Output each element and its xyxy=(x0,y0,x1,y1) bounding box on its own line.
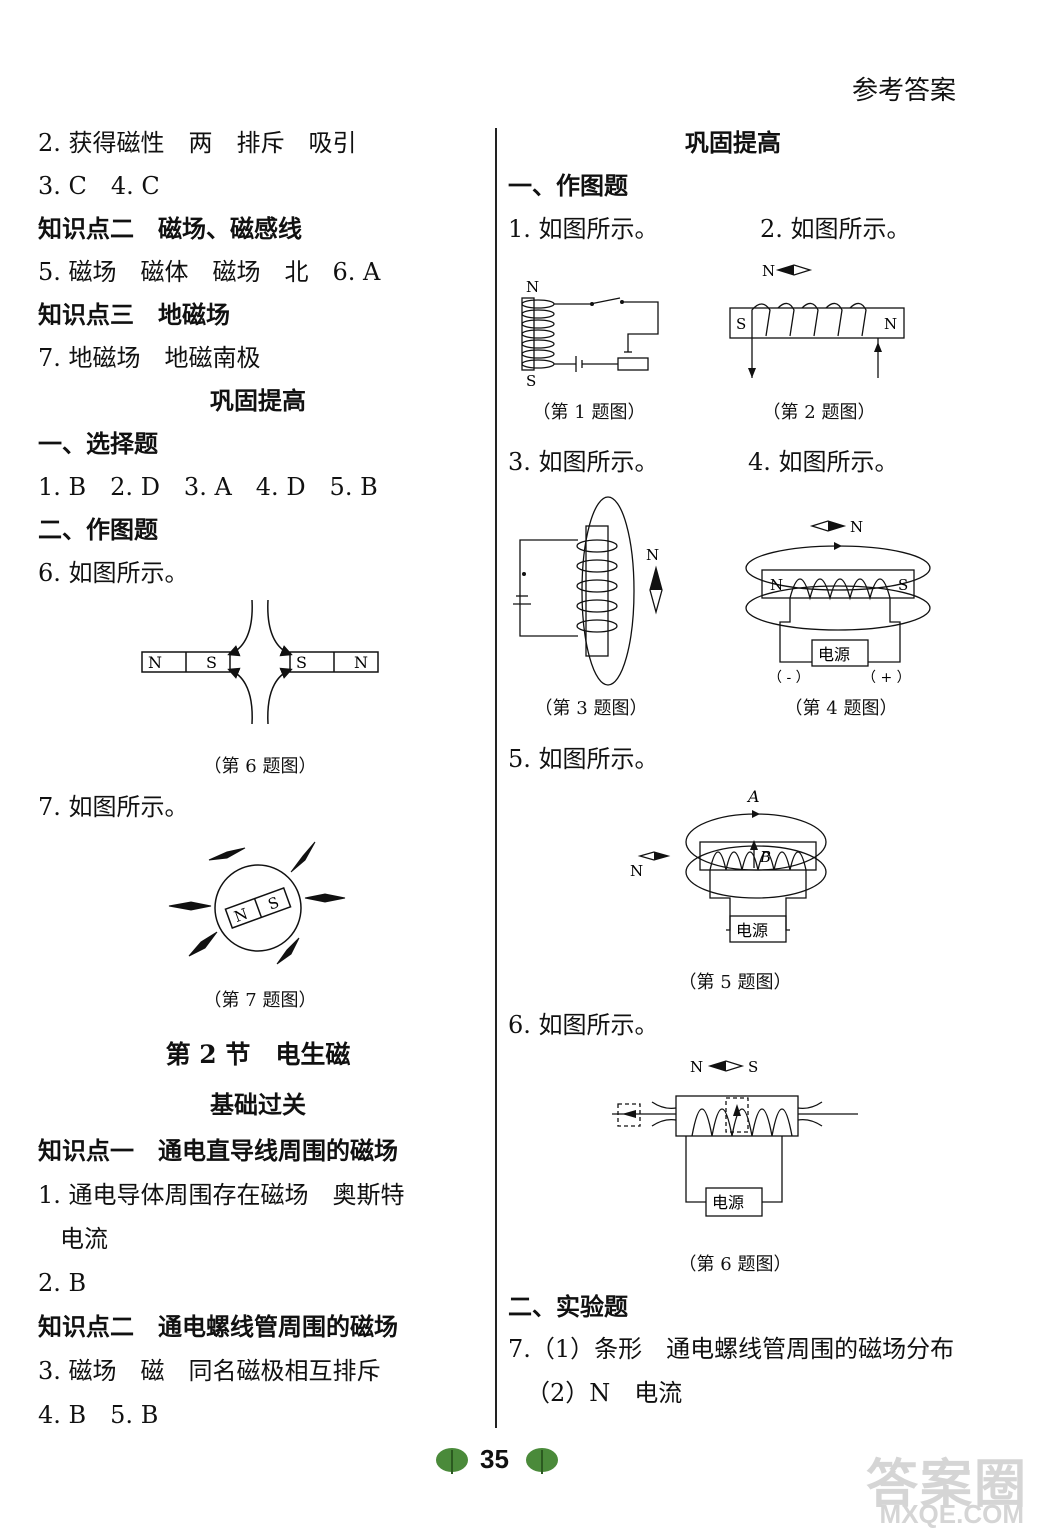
answer-line: 1. 如图所示。 xyxy=(508,215,659,243)
section-heading: 知识点二 磁场、磁感线 xyxy=(38,214,302,243)
answer-line: 1. 通电导体周围存在磁场 奥斯特 xyxy=(38,1181,405,1209)
label-n: N xyxy=(762,262,775,280)
figure-caption: （第 3 题图） xyxy=(534,698,648,719)
page-number-text: 35 xyxy=(480,1444,509,1474)
answer-line: 1. B 2. D 3. A 4. D 5. B xyxy=(38,473,378,501)
plus-label: （ + ） xyxy=(862,670,911,686)
label-s: S xyxy=(526,372,536,390)
figure-caption: （第 1 题图） xyxy=(532,402,646,423)
figure-right-1: N S xyxy=(521,278,659,390)
label-n: N xyxy=(690,1058,703,1076)
minus-label: （ - ） xyxy=(768,670,810,686)
answer-line: 4. B 5. B xyxy=(38,1401,159,1429)
power-label: 电源 xyxy=(736,921,768,940)
answer-line: 5. 磁场 磁体 磁场 北 6. A xyxy=(38,258,381,286)
answer-line: 电流 xyxy=(60,1225,108,1253)
answer-line: 6. 如图所示。 xyxy=(38,559,189,587)
section-title: 巩固提高 xyxy=(685,128,781,157)
answer-line: 3. C 4. C xyxy=(38,172,160,200)
answer-line: 7. 如图所示。 xyxy=(38,793,189,821)
watermark-url: MXQE.COM xyxy=(879,1499,1024,1529)
label-n: N xyxy=(354,653,368,672)
figure-right-5: A B 电源 N xyxy=(630,787,827,943)
watermark-text: 答案圈 xyxy=(865,1456,1028,1514)
section-heading: 知识点三 地磁场 xyxy=(38,300,230,329)
label-s: S xyxy=(736,315,746,333)
figure-right-3: N xyxy=(513,496,663,686)
label-b: B xyxy=(759,848,771,866)
figure-right-4: N N S 电源 （ - ） （ + ） xyxy=(745,518,931,686)
label-n: N xyxy=(148,653,162,672)
answer-line: 2. B xyxy=(38,1269,87,1297)
figure-caption: （第 6 题图） xyxy=(203,756,317,777)
label-n: N xyxy=(884,315,897,333)
label-a: A xyxy=(746,787,760,806)
answer-line: 3. 如图所示。 xyxy=(508,448,659,476)
answer-line: 7.（1）条形 通电螺线管周围的磁场分布 xyxy=(508,1335,955,1363)
answer-line: 6. 如图所示。 xyxy=(508,1011,659,1039)
label-s: S xyxy=(296,653,307,672)
figure-caption: （第 6 题图） xyxy=(678,1254,792,1275)
watermark: 答案圈 MXQE.COM xyxy=(852,1440,1032,1530)
label-n: N xyxy=(526,278,539,296)
leaf-icon xyxy=(436,1448,558,1474)
section-title: 基础过关 xyxy=(210,1090,306,1119)
power-label: 电源 xyxy=(818,645,850,664)
chapter-title: 第 2 节 电生磁 xyxy=(165,1040,351,1069)
figure-right-6: N S 电源 xyxy=(612,1058,858,1217)
page-number: 35 xyxy=(426,1440,566,1480)
section-heading: 一、作图题 xyxy=(508,171,628,200)
label-s: S xyxy=(748,1058,758,1076)
section-heading: 知识点一 通电直导线周围的磁场 xyxy=(38,1136,398,1165)
power-label: 电源 xyxy=(712,1193,744,1212)
label-n: N xyxy=(232,905,250,926)
label-n: N xyxy=(630,862,643,880)
label-n: N xyxy=(770,576,783,594)
section-heading: 二、作图题 xyxy=(38,515,158,544)
section-heading: 一、选择题 xyxy=(38,429,158,458)
section-heading: 知识点二 通电螺线管周围的磁场 xyxy=(38,1312,398,1341)
section-title: 巩固提高 xyxy=(210,386,306,415)
answer-line: 2. 如图所示。 xyxy=(760,215,911,243)
figure-left-6: N S S N xyxy=(141,599,379,725)
figure-caption: （第 5 题图） xyxy=(678,972,792,993)
figure-caption: （第 2 题图） xyxy=(762,402,876,423)
section-heading: 二、实验题 xyxy=(508,1292,628,1321)
figure-caption: （第 7 题图） xyxy=(203,990,317,1011)
figure-caption: （第 4 题图） xyxy=(784,698,898,719)
label-n: N xyxy=(646,546,659,564)
answer-line: 2. 获得磁性 两 排斥 吸引 xyxy=(38,129,357,157)
label-n: N xyxy=(850,518,863,536)
answer-line: 7. 地磁场 地磁南极 xyxy=(38,344,261,372)
answer-line: 4. 如图所示。 xyxy=(748,448,899,476)
figure-left-7: N S xyxy=(168,841,346,965)
answer-line: 3. 磁场 磁 同名磁极相互排斥 xyxy=(38,1357,381,1385)
answer-line: （2）N 电流 xyxy=(526,1379,683,1407)
label-s: S xyxy=(898,576,908,594)
answer-line: 5. 如图所示。 xyxy=(508,745,659,773)
label-s: S xyxy=(206,653,217,672)
column-divider xyxy=(495,128,497,1428)
figure-right-2: N S N xyxy=(729,262,905,378)
page-header: 参考答案 xyxy=(851,76,956,106)
